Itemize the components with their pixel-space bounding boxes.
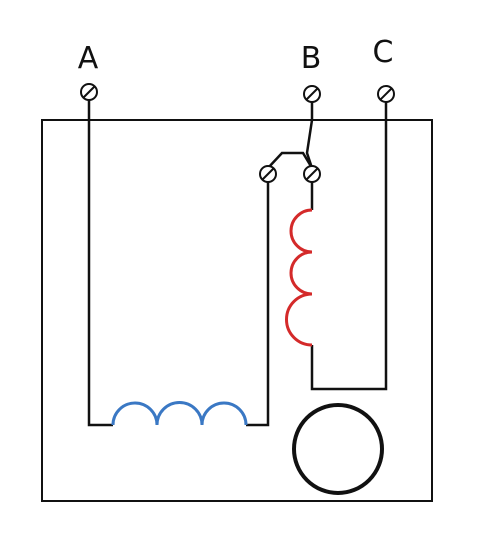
terminal-screw-inner-left	[259, 165, 277, 183]
wire-red-to-c	[310, 101, 388, 391]
blue-coil	[111, 401, 248, 426]
red-coil	[285, 208, 313, 347]
wire-b	[305, 101, 314, 169]
terminal-label-b: B	[301, 41, 322, 76]
terminal-screw-inner-right	[303, 165, 321, 183]
wire-a	[87, 99, 113, 427]
terminal-screw-b	[303, 85, 321, 103]
rotor-circle	[292, 403, 384, 495]
terminal-screw-c	[377, 85, 395, 103]
wire-blue-return	[246, 181, 270, 427]
terminal-label-c: C	[373, 35, 394, 70]
jumper-link	[267, 151, 314, 169]
terminal-label-a: A	[78, 41, 99, 76]
wiring	[87, 99, 388, 427]
motor-housing	[41, 119, 433, 502]
terminal-screw-a	[80, 83, 98, 101]
